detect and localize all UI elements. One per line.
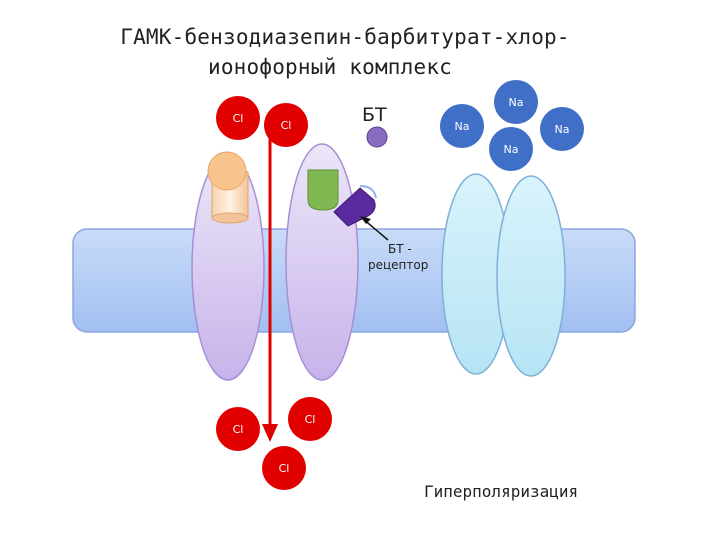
bt-receptor-label-line-1: БТ - <box>388 242 412 256</box>
sodium-ion-right: Na <box>540 107 584 151</box>
chloride-ion-top-left: Cl <box>216 96 260 140</box>
bt-molecule <box>366 126 388 148</box>
sodium-ion-bottom: Na <box>489 127 533 171</box>
bt-receptor-label-line-2: рецептор <box>368 258 429 272</box>
bt-label: БТ <box>362 104 387 126</box>
hyperpolarization-label: Гиперполяризация <box>424 482 579 501</box>
gaba-binding-site <box>307 169 339 211</box>
chloride-flow-arrowhead <box>262 424 278 442</box>
bt-receptor-pointer-head <box>360 216 371 224</box>
barbiturate-site <box>207 151 249 224</box>
diagram-title: ГАМК-бензодиазепин-барбитурат-хлор- ионо… <box>0 22 720 82</box>
title-line-2: ионофорный комплекс <box>207 55 453 79</box>
chloride-ion-bottom-left: Cl <box>216 407 260 451</box>
chloride-ion-bottom-center: Cl <box>262 446 306 490</box>
sodium-ion-left: Na <box>440 104 484 148</box>
bt-receptor-shape <box>333 185 377 227</box>
title-line-1: ГАМК-бензодиазепин-барбитурат-хлор- <box>120 25 570 49</box>
chloride-ion-bottom-right: Cl <box>288 397 332 441</box>
chloride-ion-top-right: Cl <box>264 103 308 147</box>
sodium-ion-top: Na <box>494 80 538 124</box>
na-channel-right-subunit <box>496 175 566 377</box>
gaba-channel-right-subunit <box>285 143 359 381</box>
bt-receptor-label: БТ - рецептор <box>368 241 428 273</box>
